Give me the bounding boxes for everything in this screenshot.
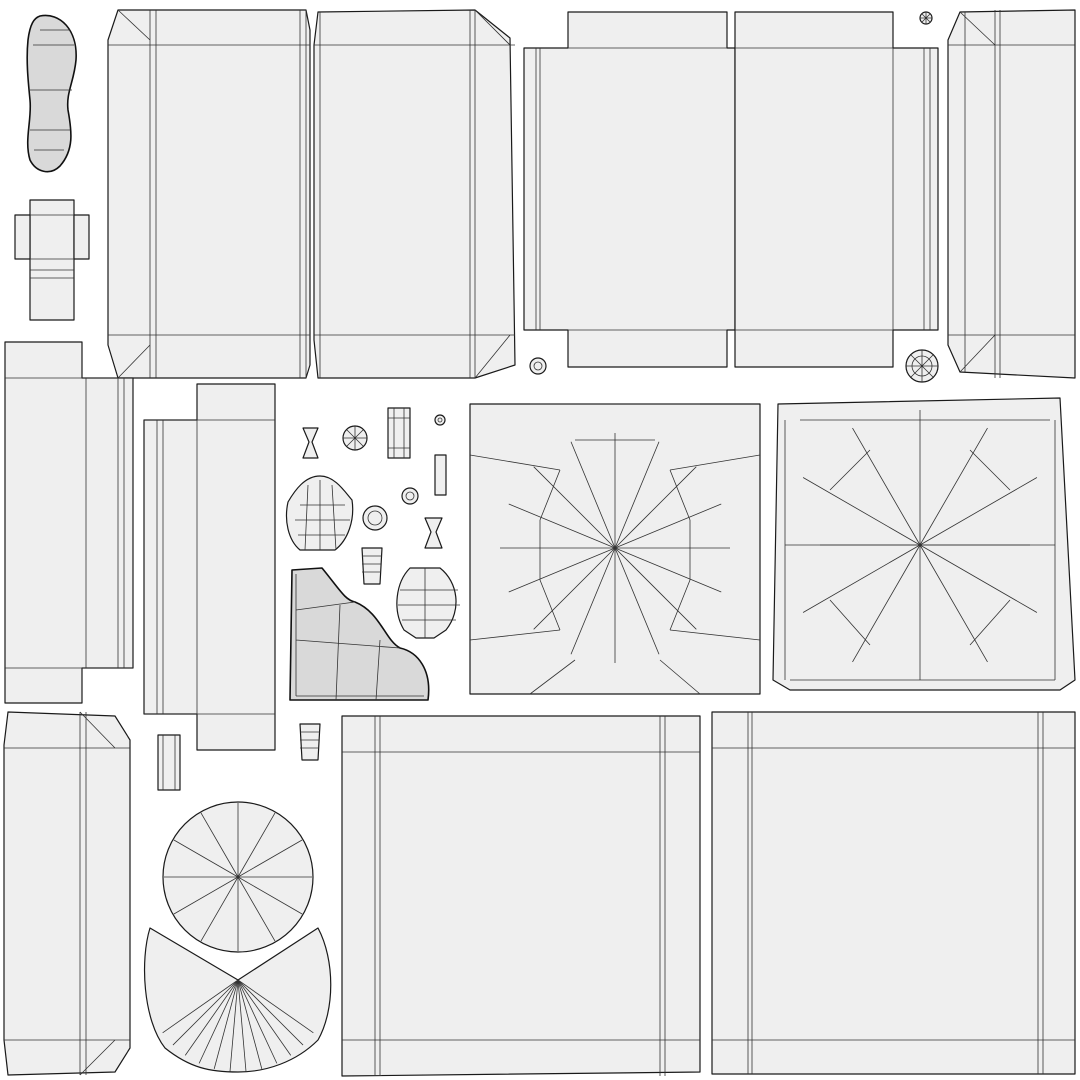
round-spoke (173, 876, 239, 915)
fan-spoke (184, 979, 239, 1056)
corner-fan-island (289, 567, 430, 701)
star-b-spoke (919, 477, 1038, 546)
star-a-spoke (614, 441, 660, 549)
ladder-lower (299, 723, 321, 761)
round-spoke (237, 812, 276, 878)
star-b-spoke (919, 544, 1038, 613)
round-island (162, 801, 314, 953)
clip-lower-left (157, 734, 181, 791)
fan-spoke (237, 979, 278, 1064)
fan-spoke (229, 979, 239, 1072)
star-a-spoke (614, 466, 697, 549)
fan-spoke (172, 979, 239, 1046)
star-b-spoke (852, 544, 921, 663)
star-a-spoke (570, 441, 616, 549)
fan-spoke (237, 979, 314, 1034)
star-a-spoke (614, 547, 722, 593)
round-spoke (237, 876, 303, 915)
fan-spoke (213, 979, 239, 1069)
fan-spoke (162, 979, 239, 1034)
box-unfold-3 (523, 11, 736, 368)
fan-spoke (237, 979, 292, 1056)
star-b-spoke (919, 544, 988, 663)
fan-spoke (237, 979, 247, 1072)
star-a-spoke (508, 547, 616, 593)
box-unfold-1 (107, 9, 311, 379)
box-unfold-4 (734, 11, 939, 368)
sole-island (26, 14, 77, 173)
fan-spoke (198, 979, 239, 1064)
star-b-spoke (852, 427, 921, 546)
bottom-panel-mid (341, 715, 701, 1077)
star-a-spoke (533, 547, 616, 630)
tiny-disc-mid (529, 357, 547, 375)
star-a-spoke (533, 466, 616, 549)
star-b-spoke (802, 544, 921, 613)
star-panel-b (772, 397, 1076, 691)
star-panel-a (469, 403, 761, 695)
box-unfold-5 (947, 9, 1076, 379)
fan-island (143, 927, 332, 1073)
tall-panel-mid (143, 383, 276, 751)
round-spoke (173, 839, 239, 878)
star-a-spoke (614, 547, 697, 630)
fan-spoke (237, 979, 304, 1046)
star-a-spoke (508, 503, 616, 549)
round-spoke (200, 876, 239, 942)
round-socket (905, 349, 939, 383)
star-b-spoke (919, 427, 988, 546)
fan-spoke (237, 979, 263, 1069)
bottom-panel-left (3, 711, 131, 1076)
star-a-spoke (570, 547, 616, 655)
cross-island (14, 199, 90, 321)
round-spoke (237, 876, 276, 942)
star-a-spoke (614, 503, 722, 549)
box-unfold-2 (313, 9, 516, 379)
round-spoke (200, 812, 239, 878)
round-spoke (237, 839, 303, 878)
star-a-spoke (614, 547, 660, 655)
tall-panel-left (4, 341, 134, 704)
bottom-panel-right (711, 711, 1076, 1075)
star-b-spoke (802, 477, 921, 546)
tiny-disc-top (919, 11, 933, 25)
small-parts-cluster (285, 407, 460, 639)
